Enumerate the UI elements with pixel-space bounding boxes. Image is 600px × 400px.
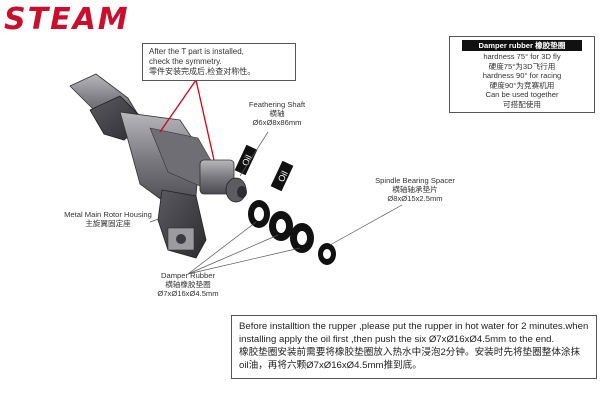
feathering-shaft-cn: 横轴 xyxy=(269,109,285,119)
leader-lines xyxy=(149,131,403,275)
oil-tag-2-text: Oil xyxy=(276,169,290,183)
damper-rubber-cn: 横轴橡胶垫圈 xyxy=(165,280,211,290)
oil-tag-2: Oil xyxy=(270,160,294,192)
damper-info-title: Damper rubber 橡胶垫圈 xyxy=(462,40,582,52)
spindle-spacer-cn: 横轴轴承垫片 xyxy=(392,185,438,195)
damper-rubber-spec: Ø7xØ16xØ4.5mm xyxy=(157,289,219,299)
spindle-spacer-en: Spindle Bearing Spacer xyxy=(375,176,455,185)
housing-en: Metal Main Rotor Housing xyxy=(64,210,152,219)
spindle-bearing-spacer xyxy=(318,243,336,265)
feathering-shaft-en: Feathering Shaft xyxy=(248,100,306,109)
housing-cn: 主旋翼固定座 xyxy=(85,219,131,229)
damper-info-line: hardness 75° for 3D fly xyxy=(483,52,561,62)
damper-info-line: Can be used together xyxy=(485,90,559,100)
oil-tag-1: Oil xyxy=(234,144,258,176)
housing-label: Metal Main Rotor Housing 主旋翼固定座 xyxy=(48,210,168,228)
symmetry-note-line1: After the T part is installed, xyxy=(149,47,244,56)
feathering-shaft-spec: Ø6xØ8x86mm xyxy=(252,118,302,128)
symmetry-note: After the T part is installed, check the… xyxy=(142,43,296,81)
damper-info-line: 硬度90°为竞赛机用 xyxy=(489,80,555,90)
feathering-shaft-label: Feathering Shaft 横轴 Ø6xØ8x86mm xyxy=(222,100,332,127)
damper-info-line: 可搭配使用 xyxy=(503,99,541,109)
spindle-spacer-spec: Ø8xØ15x2.5mm xyxy=(387,194,443,204)
damper-rubber-label: Damper Rubber 横轴橡胶垫圈 Ø7xØ16xØ4.5mm xyxy=(128,271,248,298)
installation-instructions: Before installtion the rupper ,please pu… xyxy=(231,315,597,379)
instructions-en: Before installtion the rupper ,please pu… xyxy=(239,321,589,345)
damper-rubber-info: Damper rubber 橡胶垫圈 hardness 75° for 3D f… xyxy=(449,36,595,114)
oil-tag-1-text: Oil xyxy=(240,153,254,167)
instructions-cn: 橡胶垫圈安装前需要将橡胶垫圈放入热水中浸泡2分钟。安装时先将垫圈整体涂抹oil油… xyxy=(239,346,581,371)
symmetry-note-line3: 零件安装完成后,检查对称性。 xyxy=(149,67,256,76)
damper-rubber-rings xyxy=(248,200,314,253)
rotor-housing xyxy=(69,73,247,259)
spindle-spacer-label: Spindle Bearing Spacer 横轴轴承垫片 Ø8xØ15x2.5… xyxy=(345,176,485,203)
symmetry-pointers xyxy=(159,79,215,161)
steam-logo: STEAM xyxy=(4,2,130,37)
damper-info-line: 硬度75°为3D飞行用 xyxy=(488,61,556,71)
symmetry-note-line2: check the symmetry. xyxy=(149,57,222,66)
damper-rubber-en: Damper Rubber xyxy=(160,271,216,280)
damper-info-line: hardness 90° for racing xyxy=(482,71,562,81)
